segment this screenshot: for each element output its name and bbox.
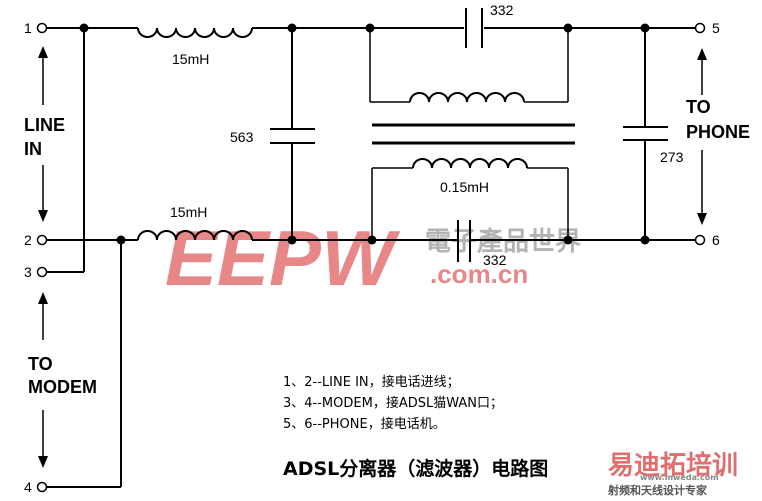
- terminal-4-label: 4: [24, 479, 32, 495]
- note-line-1: 1、2--LINE IN，接电话进线；: [283, 374, 460, 390]
- terminal-5: [694, 22, 706, 34]
- terminal-1: [36, 22, 48, 34]
- to-modem-label-2: MODEM: [28, 377, 97, 397]
- junction-dots: [79, 23, 650, 245]
- to-modem-arrows: [38, 292, 48, 468]
- capacitor-right: [623, 28, 668, 240]
- terminal-5-label: 5: [712, 20, 720, 36]
- terminals: [36, 22, 706, 493]
- transformer-core: [372, 123, 575, 145]
- capacitor-top: [465, 8, 483, 48]
- capacitor-bottom: [457, 220, 471, 262]
- line-in-label-1: LINE: [24, 115, 65, 135]
- terminal-3: [36, 266, 48, 278]
- inductor-l1-value: 15mH: [172, 51, 209, 67]
- transformer-bottom-loop: [371, 167, 569, 240]
- corner-brand: 易迪拓培训: [608, 451, 738, 481]
- terminal-2-label: 2: [24, 232, 32, 248]
- capacitor-top-value: 332: [490, 2, 514, 18]
- to-phone-label-2: PHONE: [686, 122, 750, 142]
- eepw-watermark: EEPW 電子產品世界 .com.cn: [165, 214, 581, 302]
- to-phone-label-1: TO: [686, 97, 711, 117]
- eepw-logo-text: EEPW: [165, 214, 401, 302]
- capacitor-bottom-value: 332: [483, 252, 507, 268]
- line-in-arrows: [38, 46, 48, 222]
- diagram-title: ADSL分离器（滤波器）电路图: [283, 457, 548, 480]
- to-modem-label-1: TO: [28, 354, 53, 374]
- capacitor-right-value: 273: [660, 149, 684, 165]
- transformer-value: 0.15mH: [440, 179, 489, 195]
- capacitor-left: [270, 28, 315, 240]
- to-phone-arrows: [697, 48, 707, 225]
- transformer-primary-coil: [409, 92, 525, 103]
- corner-watermark: 易迪拓培训 www.mweda.com 射频和天线设计专家: [607, 451, 738, 497]
- terminal-2: [36, 234, 48, 246]
- note-line-3: 5、6--PHONE，接电话机。: [283, 416, 446, 432]
- corner-slogan: 射频和天线设计专家: [607, 483, 708, 497]
- modem-wiring: [47, 28, 122, 488]
- note-line-2: 3、4--MODEM，接ADSL猫WAN口；: [283, 395, 503, 411]
- terminal-3-label: 3: [24, 264, 32, 280]
- eepw-url: .com.cn: [430, 259, 528, 289]
- terminal-6-label: 6: [712, 232, 720, 248]
- capacitor-left-value: 563: [230, 129, 254, 145]
- inductor-l1: [137, 27, 253, 38]
- inductor-l2: [137, 230, 253, 241]
- transformer-secondary-coil: [412, 158, 528, 169]
- inductor-l2-value: 15mH: [170, 204, 207, 220]
- transformer-top-loop: [369, 28, 569, 103]
- terminal-1-label: 1: [24, 20, 32, 36]
- line-in-label-2: IN: [24, 139, 42, 159]
- terminal-6: [694, 234, 706, 246]
- terminal-4: [36, 481, 48, 493]
- eepw-chinese-name: 電子產品世界: [425, 226, 581, 257]
- corner-url: www.mweda.com: [640, 473, 719, 482]
